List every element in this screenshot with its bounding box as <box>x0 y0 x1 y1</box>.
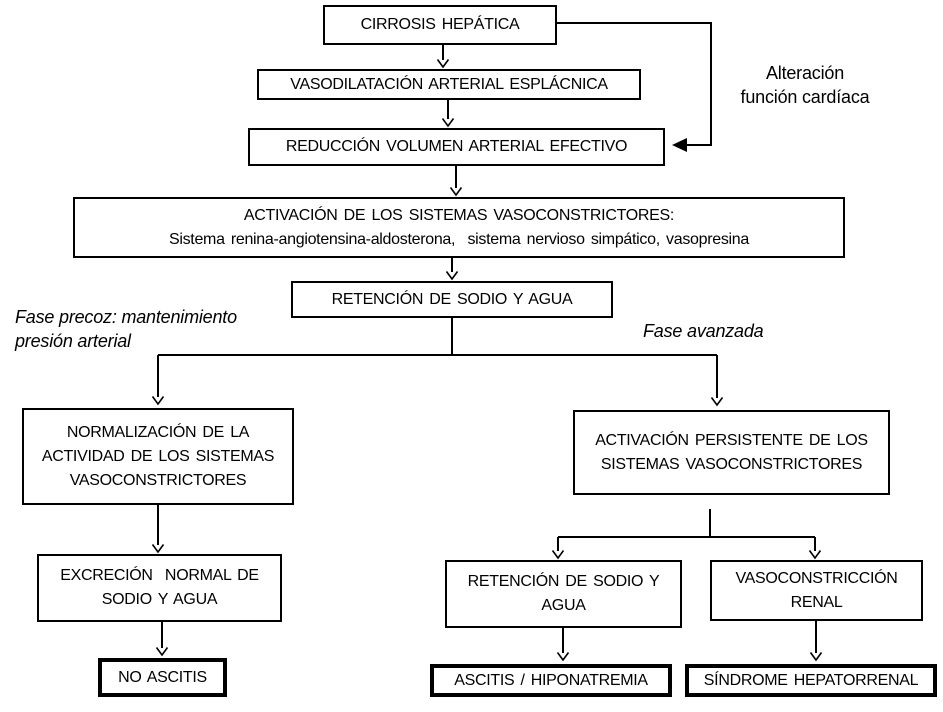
annotation-alteracion-funcion-cardiaca: Alteración función cardíaca <box>715 62 895 110</box>
annotation-line: Alteración <box>765 63 845 83</box>
node-label: AGUA <box>541 597 586 614</box>
node-label: SISTEMAS VASOCONSTRICTORES <box>600 455 863 473</box>
annotation-line: Fase precoz: mantenimiento <box>15 307 237 327</box>
arrow-vasodilatacion-to-reduccion <box>441 100 455 128</box>
node-label: SODIO Y AGUA <box>101 591 218 608</box>
node-reduccion-volumen-arterial: REDUCCIÓN VOLUMEN ARTERIAL EFECTIVO <box>248 128 665 166</box>
node-label: ASCITIS / HIPONATREMIA <box>454 671 648 689</box>
node-cirrosis-hepatica: CIRROSIS HEPÁTICA <box>323 5 557 45</box>
node-retencion-sodio-agua-2: RETENCIÓN DE SODIO Y AGUA <box>445 560 682 628</box>
node-activacion-sistemas-vasoconstrictores: ACTIVACIÓN DE LOS SISTEMAS VASOCONSTRICT… <box>73 197 845 258</box>
node-sindrome-hepatorrenal: SÍNDROME HEPATORRENAL <box>685 664 937 697</box>
node-label: EXCRECIÓN NORMAL DE <box>60 567 259 584</box>
node-label: Sistema renina-angiotensina-aldosterona,… <box>168 230 749 248</box>
node-label: ACTIVACIÓN PERSISTENTE DE LOS <box>595 431 868 449</box>
branch-activacion-persistente-split <box>558 509 815 538</box>
node-label: ACTIVACIÓN DE LOS SISTEMAS VASOCONSTRICT… <box>243 206 675 224</box>
arrow-branch-to-activacion-persistente <box>710 355 724 407</box>
arrow-split-to-vasoconstriccion <box>808 537 822 560</box>
node-label: RETENCIÓN DE SODIO Y AGUA <box>331 290 573 308</box>
node-label: SÍNDROME HEPATORRENAL <box>703 671 919 689</box>
arrow-cirrosis-to-vasodilatacion <box>436 45 450 69</box>
node-label: RENAL <box>790 593 843 611</box>
node-label: NORMALIZACIÓN DE LA <box>66 423 250 441</box>
node-no-ascitis: NO ASCITIS <box>98 658 227 697</box>
node-label: VASODILATACIÓN ARTERIAL ESPLÁCNICA <box>290 75 608 93</box>
annotation-line: Fase avanzada <box>643 321 764 341</box>
node-label: RETENCIÓN DE SODIO Y <box>467 573 660 590</box>
annotation-fase-precoz: Fase precoz: mantenimiento presión arter… <box>15 306 295 354</box>
node-vasodilatacion-arterial: VASODILATACIÓN ARTERIAL ESPLÁCNICA <box>257 69 641 100</box>
node-activacion-persistente: ACTIVACIÓN PERSISTENTE DE LOS SISTEMAS V… <box>573 410 890 495</box>
node-ascitis-hiponatremia: ASCITIS / HIPONATREMIA <box>430 664 672 697</box>
arrow-excrecion-to-no-ascitis <box>155 622 169 657</box>
node-label: CIRROSIS HEPÁTICA <box>360 16 520 33</box>
node-retencion-sodio-agua: RETENCIÓN DE SODIO Y AGUA <box>291 281 613 318</box>
node-label: VASOCONSTRICCIÓN <box>735 569 898 587</box>
arrow-normalizacion-to-excrecion <box>151 505 165 554</box>
annotation-line: función cardíaca <box>740 86 870 107</box>
node-vasoconstriccion-renal: VASOCONSTRICCIÓN RENAL <box>710 560 923 621</box>
annotation-fase-avanzada: Fase avanzada <box>643 320 764 344</box>
arrow-split-to-retencion-2 <box>551 537 565 560</box>
node-label: REDUCCIÓN VOLUMEN ARTERIAL EFECTIVO <box>285 138 628 155</box>
node-label: VASOCONSTRICTORES <box>69 471 247 489</box>
arrow-branch-to-normalizacion <box>151 355 165 406</box>
node-normalizacion-actividad: NORMALIZACIÓN DE LA ACTIVIDAD DE LOS SIS… <box>22 408 294 505</box>
arrow-feedback-alteracion-cardiaca <box>557 22 712 152</box>
node-label: NO ASCITIS <box>118 668 207 686</box>
arrow-activacion-to-retencion <box>445 258 459 281</box>
arrow-vasoconstriccion-to-sindrome <box>809 621 823 662</box>
arrow-retencion-2-to-ascitis <box>556 628 570 662</box>
branch-retencion-split <box>158 318 717 356</box>
node-excrecion-normal: EXCRECIÓN NORMAL DE SODIO Y AGUA <box>37 554 282 622</box>
arrow-reduccion-to-activacion <box>449 166 463 197</box>
annotation-line: presión arterial <box>15 330 131 351</box>
node-label: ACTIVIDAD DE LOS SISTEMAS <box>41 447 275 465</box>
